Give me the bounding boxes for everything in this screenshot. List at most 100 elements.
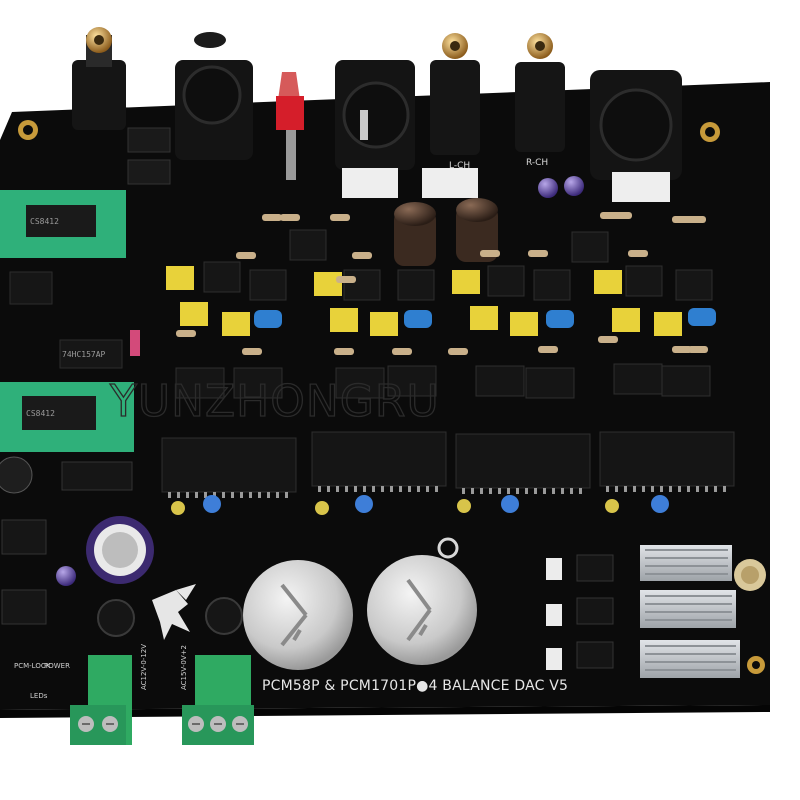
resistor [236,252,256,259]
purple-capacitor-small [56,566,76,586]
dac-chip-pin [240,492,243,498]
dac-chip-pin [276,492,279,498]
yellow-capacitor [452,270,480,294]
dac-chip-pin [186,492,189,498]
dac-chip-pin [381,486,384,492]
opamp-chip [533,269,571,301]
resistor [336,276,356,283]
resistor [480,250,500,257]
relay-3 [612,172,670,202]
resistor [612,212,632,219]
dac-chip-pin [231,492,234,498]
white-cap-1 [546,558,562,580]
dac-chip-pin [426,486,429,492]
large-capacitor-left [243,560,353,670]
label-terminal-1: AC12V-0-12V [140,644,148,690]
dac-chip [161,437,297,493]
resistor [448,348,468,355]
ad841-chips [175,363,711,399]
ic-lower-left-2 [1,589,47,625]
dac-chip [455,433,591,489]
svg-text:CS8412: CS8412 [30,217,59,226]
purple-capacitor [86,516,154,584]
dac-chip-pin [222,492,225,498]
yellow-capacitor [314,272,342,296]
opamp-row [203,229,713,301]
blue-film-capacitor [404,310,432,328]
pulse-transformer-2 [127,159,171,185]
opamp-chip [625,265,663,297]
dac-chip-pin [267,492,270,498]
rca-jack-right [515,33,565,152]
dac-chip-pin [651,486,654,492]
yellow-capacitor [612,308,640,332]
terminal-block-2 [182,655,254,745]
small-yellow-cap [315,501,329,515]
dac-chip-pin [507,488,510,494]
decoder-board-top: CS8412 [0,190,126,258]
yellow-capacitor [330,308,358,332]
yellow-capacitor [370,312,398,336]
dac-chip-pin [696,486,699,492]
label-l-ch: L-CH [449,161,470,171]
dac-chip-pin [552,488,555,494]
regulator-1 [576,554,614,582]
yellow-capacitor [594,270,622,294]
dac-chip-pin [258,492,261,498]
dac-chip [311,431,447,487]
dac-chip-pin [498,488,501,494]
label-power: POWER [44,662,70,670]
dac-chip-pin [399,486,402,492]
terminal-block-1 [70,655,132,745]
heatsink-2 [640,590,736,628]
dac-chip-pin [408,486,411,492]
regulator-2 [576,597,614,625]
white-cap-2 [546,604,562,626]
blue-capacitor-1 [538,178,558,198]
dac-chip-pin [516,488,519,494]
dac-chip-pin [660,486,663,492]
logic-chip: 74HC157AP [59,339,123,369]
blue-film-capacitors [254,308,716,328]
rca-jack-left [430,33,480,155]
dac-chip-pin [687,486,690,492]
blue-film-capacitor [546,310,574,328]
dac-chip-pin [177,492,180,498]
resistor [686,216,706,223]
dac-chip-pin [705,486,708,492]
watermark: YUNZHONGRU [109,376,440,427]
dac-chip-pin [489,488,492,494]
dac-chip-pin [480,488,483,494]
dac-chip-pin [435,486,438,492]
black-capacitor-left [0,456,33,494]
small-yellow-cap [171,501,185,515]
dac-chip-pin [213,492,216,498]
ad841-chip [175,367,225,399]
large-capacitor-right [367,555,477,665]
opamp-chip [203,261,241,293]
heatsink-3 [640,640,740,678]
dac-chip-pin [669,486,672,492]
dac-chip-pin [372,486,375,492]
small-blue-cap [203,495,221,513]
white-cap-3 [546,648,562,670]
yellow-capacitor [654,312,682,336]
svg-text:CS8412: CS8412 [26,409,55,418]
yellow-capacitor [180,302,208,326]
dac-chip-pin [714,486,717,492]
opamp-chip [343,269,381,301]
resistor [528,250,548,257]
ad841-chip [613,363,663,395]
relay-2 [422,168,478,198]
dac-chip-pin [579,488,582,494]
dac-chip-pin [525,488,528,494]
resistor [352,252,372,259]
resistor [392,348,412,355]
opamp-chip [249,269,287,301]
decoder-board-bottom: CS8412 [0,382,134,452]
dac-chip-pin [168,492,171,498]
blue-film-capacitor [688,308,716,326]
dac-chip-pin [570,488,573,494]
svg-text:74HC157AP: 74HC157AP [62,350,106,359]
